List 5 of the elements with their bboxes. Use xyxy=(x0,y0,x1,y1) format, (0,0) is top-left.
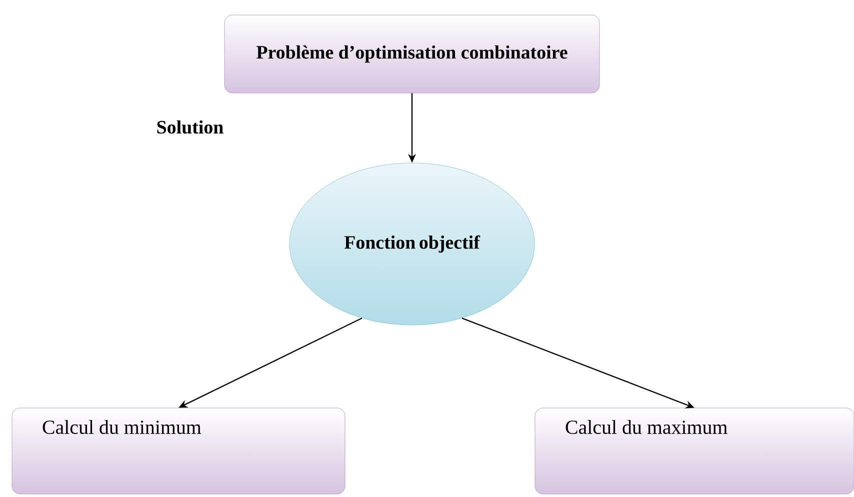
ellipse-node: Fonction objectif xyxy=(289,162,535,326)
process-box: Calcul du maximum xyxy=(534,408,854,494)
process-box: Problème d’optimisation combinatoire xyxy=(224,14,600,94)
process-box: Calcul du minimum xyxy=(12,408,346,494)
side-label: Solution xyxy=(157,120,224,134)
